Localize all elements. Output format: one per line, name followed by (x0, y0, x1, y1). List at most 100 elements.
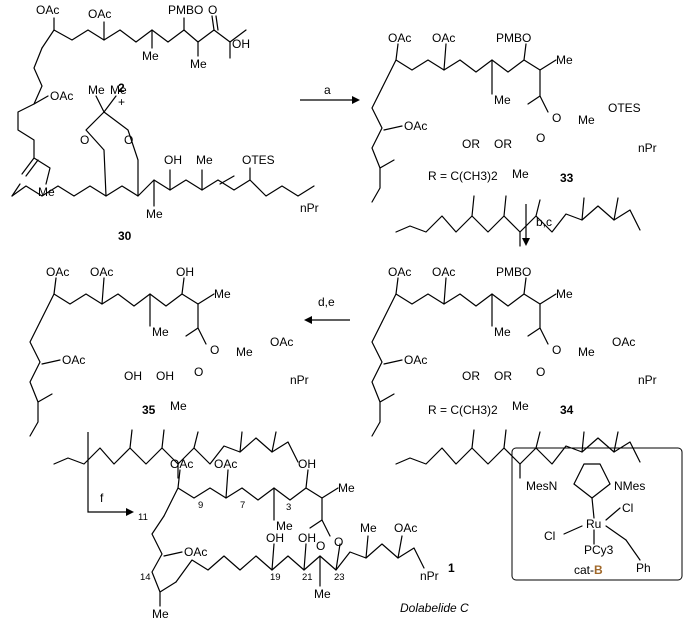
c1-me-1: Me (338, 481, 355, 495)
c1-me-4: Me (360, 521, 377, 535)
c1-oac-4: OAc (394, 521, 417, 535)
c2-me-1: Me (142, 49, 159, 63)
compound-34: OAc OAc PMBO Me Me O O OAc OR OR Me OAc … (371, 265, 657, 479)
c1-pos-3: 3 (286, 502, 291, 513)
c35-me-3: Me (170, 399, 187, 413)
c35-oh-3: OH (156, 369, 174, 383)
c30-label: 30 (118, 229, 132, 243)
arrow-f: f (87, 432, 134, 516)
c1-pos-23: 23 (334, 572, 345, 583)
c2-oac-2: OAc (88, 7, 111, 21)
c30-otes: OTES (242, 153, 275, 167)
c34-o-1: O (552, 343, 561, 357)
c1-oac-3: OAc (184, 545, 207, 559)
c2-o: O (208, 3, 217, 17)
c35-oac-2: OAc (90, 265, 113, 279)
c35-oac-3: OAc (62, 353, 85, 367)
c34-oac-3: OAc (404, 353, 427, 367)
c34-me-4: Me (578, 345, 595, 359)
c35-oh-1: OH (176, 265, 194, 279)
arrow-de: d,e (304, 295, 350, 324)
c1-pos-21: 21 (302, 572, 313, 583)
c34-label: 34 (560, 403, 574, 417)
c1-name: Dolabelide C (400, 601, 469, 615)
cat-label-prefix: cat- (574, 563, 594, 577)
c1-pos-11: 11 (138, 512, 148, 523)
c30-o-1: O (80, 133, 89, 147)
cat-nmes: NMes (614, 479, 645, 493)
c30-oh: OH (164, 153, 182, 167)
c34-o-2: O (536, 365, 545, 379)
c2-pmbo: PMBO (168, 3, 203, 17)
c35-me-2: Me (152, 325, 169, 339)
c1-pos-7: 7 (240, 500, 245, 511)
c34-or-2: OR (494, 369, 512, 383)
c34-oac-1: OAc (388, 265, 411, 279)
c1-o-2: O (316, 539, 325, 553)
c2-me-2: Me (190, 57, 207, 71)
c35-oac-1: OAc (46, 265, 69, 279)
catalyst-b-box: MesN NMes Cl Ru Cl PCy3 Ph cat-B (511, 447, 683, 581)
compound-2: OAc OAc PMBO OH O OAc Me Me Me 2 + (17, 3, 250, 199)
c1-me-3: Me (314, 587, 331, 601)
cat-ru: Ru (586, 517, 601, 531)
plus-sign: + (118, 95, 125, 109)
c1-pos-9: 9 (198, 500, 203, 511)
c33-oac-2: OAc (432, 31, 455, 45)
arrow-a: a (300, 83, 360, 104)
c33-me-4: Me (578, 113, 595, 127)
c34-oac-4: OAc (612, 335, 635, 349)
c35-oh-2: OH (124, 369, 142, 383)
c30-me-4: Me (196, 153, 213, 167)
c33-or-1: OR (462, 137, 480, 151)
c2-oac-1: OAc (36, 3, 59, 17)
c35-label: 35 (142, 403, 156, 417)
arrow-bc: b,c (522, 204, 552, 246)
compound-33: OAc OAc PMBO Me Me O O OAc OR OR Me OTES… (371, 31, 657, 247)
c33-oac-1: OAc (388, 31, 411, 45)
c34-me-2: Me (494, 325, 511, 339)
c33-r-def: R = C(CH3)2 (428, 169, 498, 183)
compound-1: OAc OAc OH Me Me O O OAc OH OH Me OAc Me… (138, 457, 469, 621)
c33-o-1: O (552, 111, 561, 125)
cat-label: cat-B (574, 563, 603, 577)
cat-cl-2: Cl (544, 529, 555, 543)
c1-oh-1: OH (298, 457, 316, 471)
c1-label: 1 (448, 561, 455, 575)
c34-oac-2: OAc (432, 265, 455, 279)
c35-o-1: O (210, 343, 219, 357)
arrow-f-label: f (100, 491, 104, 505)
c1-oh-3: OH (298, 531, 316, 545)
compound-35: OAc OAc OH Me Me O O OAc OH OH Me OAc Me… (29, 265, 309, 479)
c33-me-2: Me (494, 93, 511, 107)
cat-mesn: MesN (526, 479, 557, 493)
c34-r-def: R = C(CH3)2 (428, 403, 498, 417)
arrow-a-label: a (324, 83, 331, 97)
c1-me-2: Me (276, 519, 293, 533)
c34-me-1: Me (556, 287, 573, 301)
c33-pmbo: PMBO (496, 31, 531, 45)
cat-cl-1: Cl (622, 501, 633, 515)
c35-me-4: Me (236, 345, 253, 359)
c34-me-3: Me (512, 399, 529, 413)
c30-o-2: O (124, 133, 133, 147)
c33-me-3: Me (512, 167, 529, 181)
arrow-bc-label: b,c (536, 215, 552, 229)
c35-npr: nPr (290, 373, 309, 387)
c2-label: 2 (118, 81, 125, 95)
c34-pmbo: PMBO (496, 265, 531, 279)
c2-oac-3: OAc (50, 89, 73, 103)
c1-pos-19: 19 (270, 572, 281, 583)
arrow-de-label: d,e (318, 295, 335, 309)
c2-me-3: Me (38, 185, 55, 199)
c33-npr: nPr (638, 141, 657, 155)
cat-ph: Ph (636, 561, 651, 575)
c30-npr: nPr (300, 201, 319, 215)
c35-o-2: O (194, 365, 203, 379)
c1-oac-2: OAc (214, 457, 237, 471)
c35-me-1: Me (214, 287, 231, 301)
compound-30: OH OTES Me Me Me Me nPr O O 30 (11, 83, 319, 243)
cat-label-b: B (594, 563, 603, 577)
c33-otes: OTES (608, 101, 641, 115)
